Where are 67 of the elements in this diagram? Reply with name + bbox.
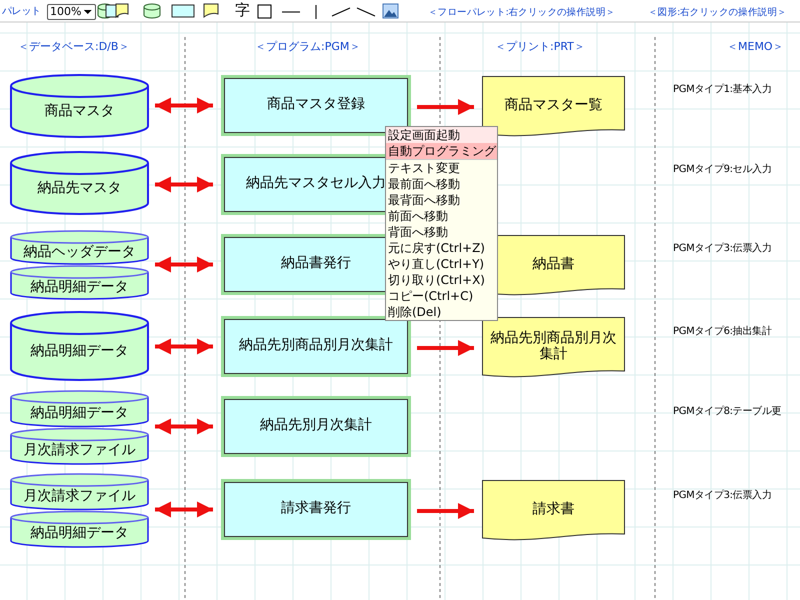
database-cylinder: [10, 74, 149, 138]
node-label: 月次請求ファイル: [22, 442, 136, 458]
memo-text: PGMタイプ6:抽出集計: [673, 325, 772, 339]
arrow: [155, 176, 213, 192]
menu-item: 元に戻す(Ctrl+Z): [387, 240, 486, 256]
database-stack: [10, 473, 149, 548]
help-link: ＜図形:右クリックの操作説明＞: [648, 6, 787, 20]
column-header: ＜プログラム:PGM＞: [255, 40, 360, 54]
node-label: 納品明細データ: [30, 343, 130, 359]
program-box: [221, 479, 411, 540]
database-cylinder: [10, 151, 149, 215]
menu-item: 切り取り(Ctrl+X): [387, 272, 486, 288]
arrow: [155, 418, 213, 434]
menu-item: 最前面へ移動: [387, 176, 461, 192]
menu-item: 前面へ移動: [387, 208, 449, 224]
memo-text: PGMタイプ9:セル入力: [673, 163, 772, 177]
program-box: [221, 316, 411, 377]
node-label: 納品明細データ: [30, 525, 130, 542]
node-label: 納品先別月次集計: [260, 416, 372, 432]
column-header: ＜データベース:D/B＞: [18, 40, 130, 54]
database-cylinder: [10, 311, 149, 381]
toolbar-label: パレット: [2, 5, 41, 19]
node-label: 商品マスタ登録: [267, 96, 365, 112]
memo-text: PGMタイプ3:伝票入力: [673, 489, 772, 503]
program-box: [221, 396, 411, 457]
column-header: ＜プリント:PRT＞: [495, 40, 585, 54]
menu-item: 背面へ移動: [387, 224, 449, 240]
node-label: 請求書: [532, 501, 574, 517]
memo-text: PGMタイプ3:伝票入力: [673, 242, 772, 256]
menu-item: 削除(Del): [387, 304, 442, 320]
memo-text: PGMタイプ1:基本入力: [673, 83, 772, 97]
node-label: 請求書発行: [281, 500, 351, 516]
node-label: 納品先別商品別月次集計: [239, 336, 393, 352]
database-stack: [10, 230, 149, 300]
node-label: 納品先マスタセル入力: [246, 174, 386, 190]
document-shape: [482, 480, 625, 542]
node-label: 商品マスター覧: [504, 97, 602, 113]
document-shape: [482, 317, 625, 379]
menu-item: テキスト変更: [387, 160, 461, 176]
arrow: [417, 503, 474, 519]
help-link: ＜フローパレット:右クリックの操作説明＞: [428, 6, 616, 20]
node-label: 納品ヘッダデータ: [22, 244, 136, 260]
node-label: 納品書発行: [281, 254, 351, 270]
menu-item: コピー(Ctrl+C): [387, 288, 474, 304]
database-stack: [10, 390, 149, 465]
node-label: 納品書: [532, 256, 574, 272]
zoom-select: 100%: [47, 4, 96, 20]
menu-item: 最背面へ移動: [387, 192, 461, 208]
arrow: [417, 99, 474, 115]
memo-text: PGMタイプ8:テーブル更: [673, 405, 782, 419]
node-label: 納品明細データ: [30, 404, 130, 421]
column-header: ＜MEMO＞: [727, 40, 784, 54]
text-tool: 字: [235, 3, 250, 17]
arrow: [155, 502, 213, 518]
node-label: 納品先マスタ: [36, 180, 122, 196]
arrow: [417, 340, 474, 356]
arrow: [155, 98, 213, 114]
node-label: 月次請求ファイル: [22, 488, 136, 504]
node-label: 納品先別商品別月次集計: [490, 330, 617, 362]
arrow: [155, 256, 213, 272]
menu-item: 設定画面起動: [386, 127, 497, 143]
node-label: 商品マスタ: [44, 103, 116, 119]
arrow: [155, 338, 213, 354]
menu-item: 自動プログラミング: [386, 143, 497, 160]
node-label: 納品明細データ: [30, 278, 130, 294]
menu-item: やり直し(Ctrl+Y): [387, 256, 486, 272]
document-shape: [482, 76, 625, 138]
